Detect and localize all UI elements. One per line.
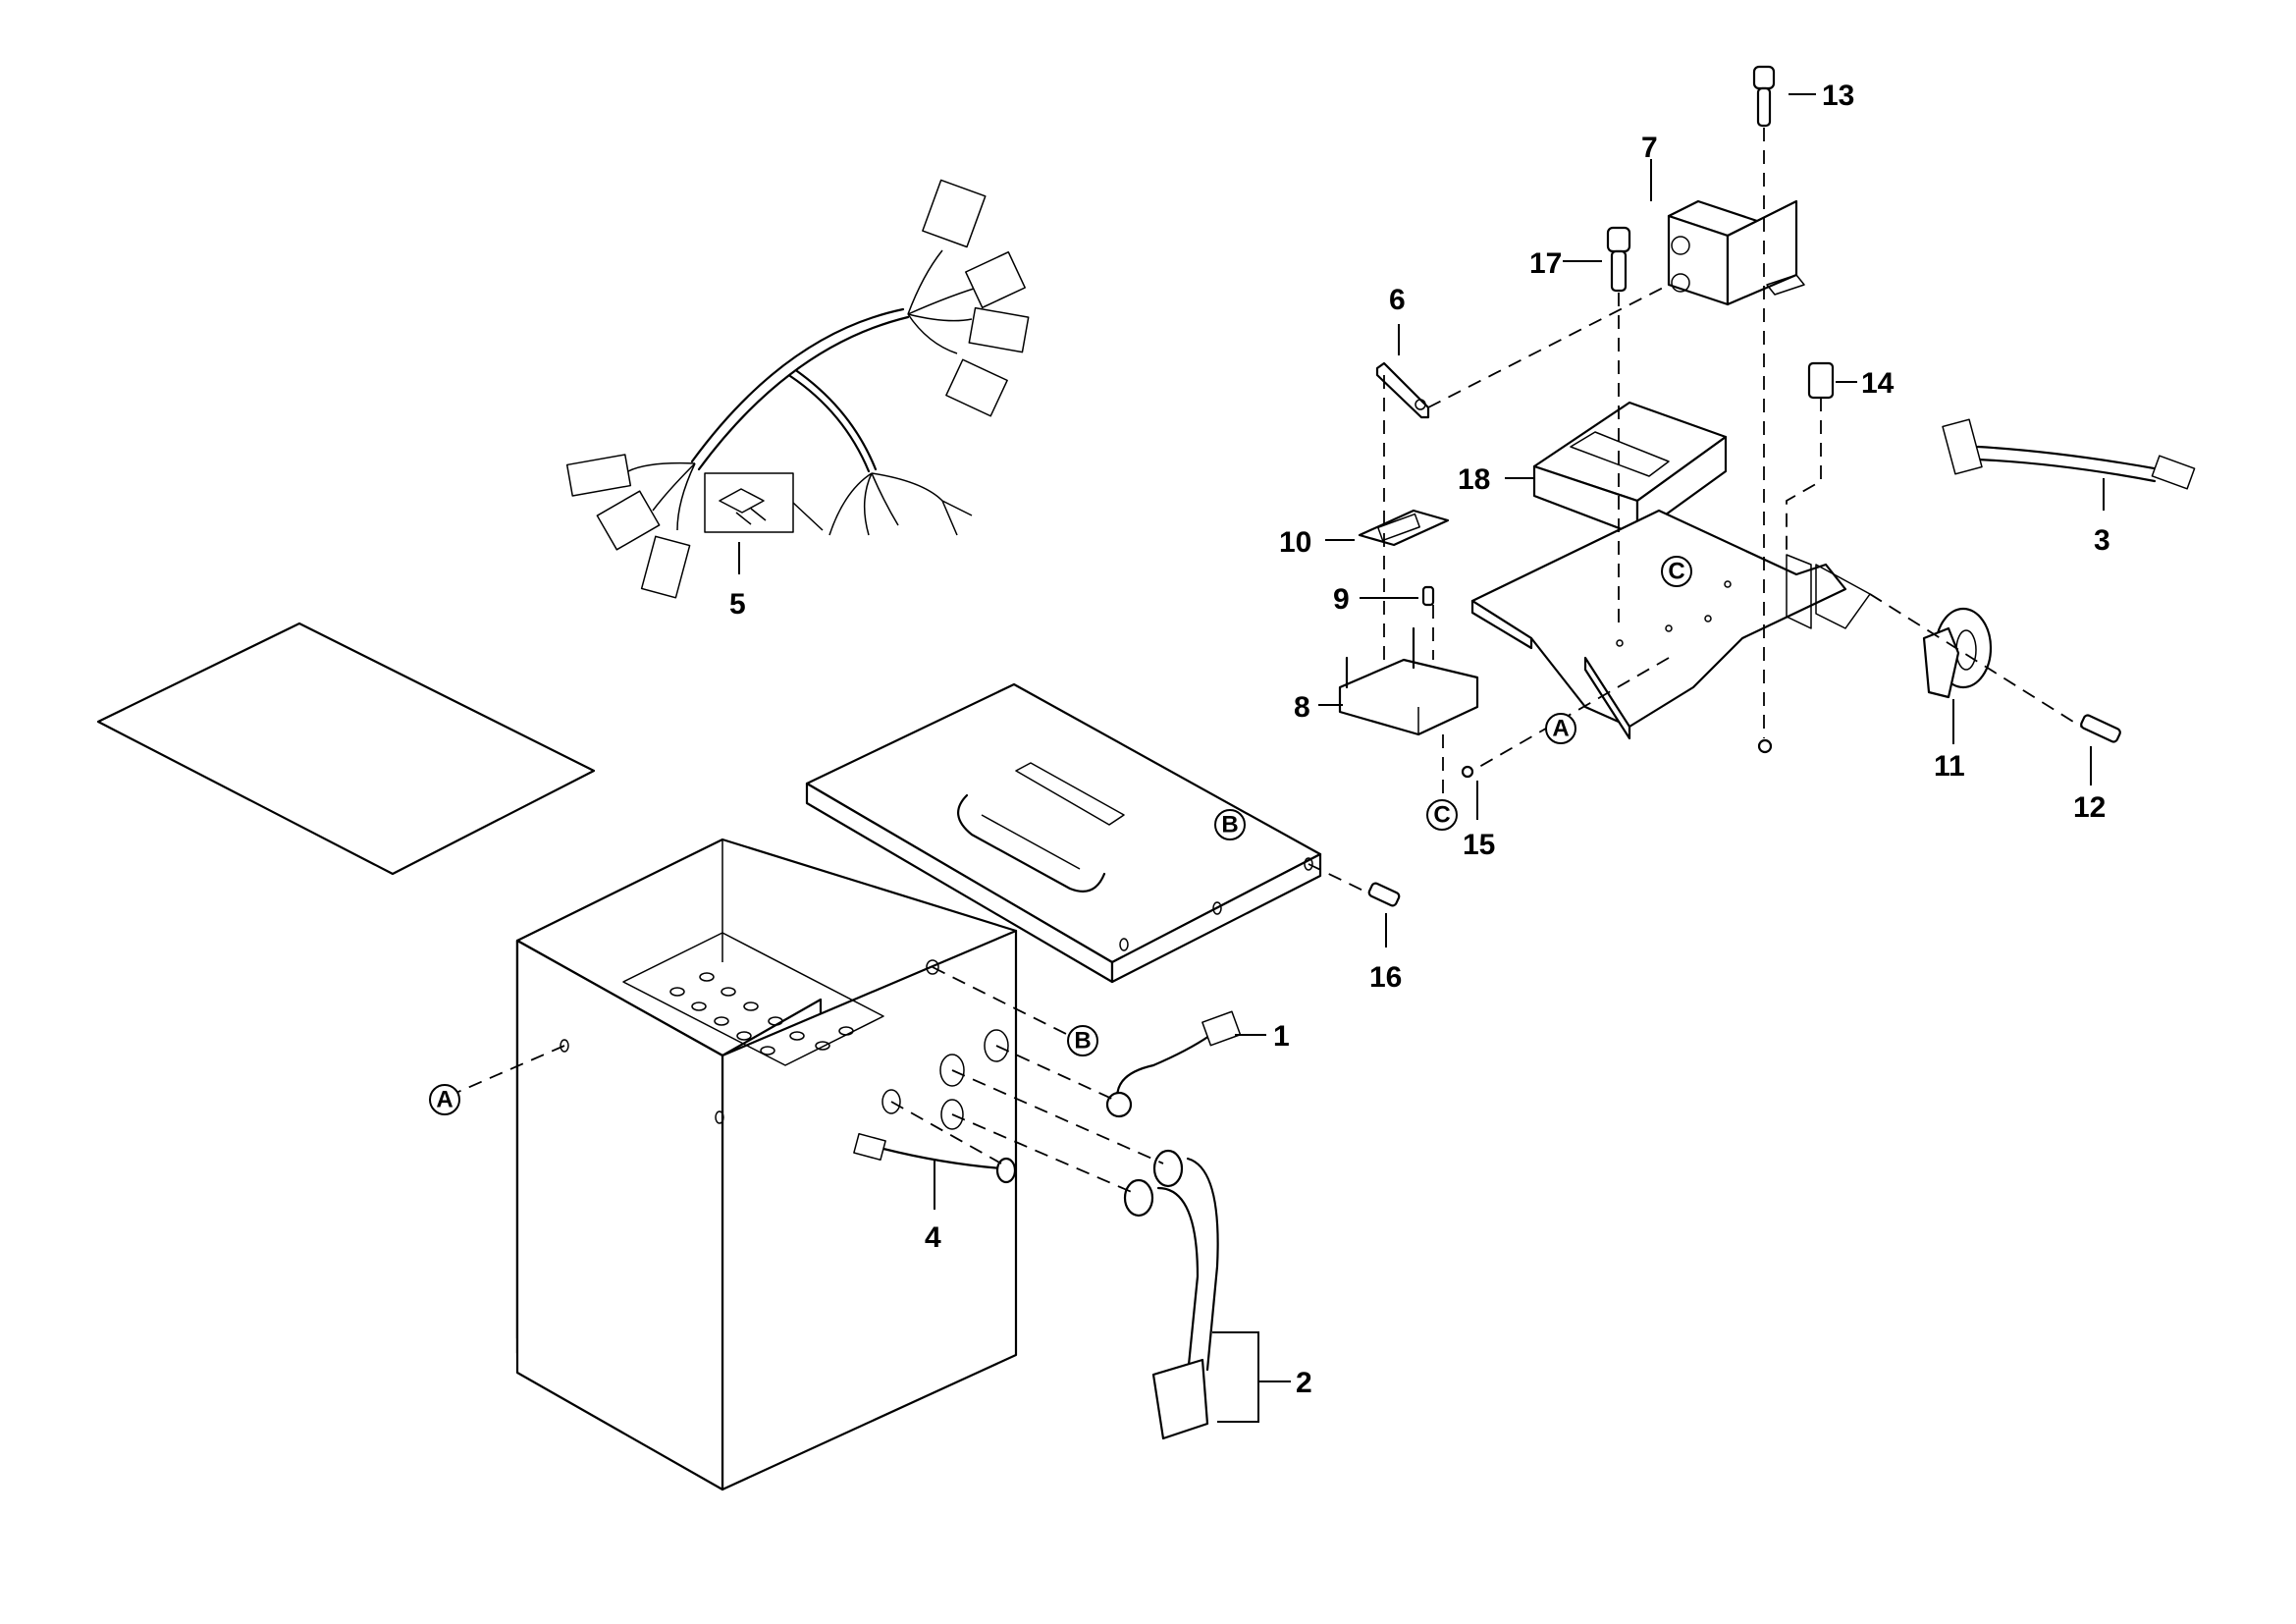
harness-connector bbox=[968, 306, 1030, 353]
cable-hole bbox=[881, 1089, 901, 1114]
controller-module bbox=[1532, 401, 1728, 537]
svg-text:4: 4 bbox=[925, 1221, 941, 1254]
mounting-hole bbox=[715, 1110, 724, 1124]
svg-text:A: A bbox=[436, 1087, 453, 1113]
ref-marker-c-block: C bbox=[1426, 799, 1458, 831]
screw-16 bbox=[1367, 882, 1401, 907]
harness-connector bbox=[945, 358, 1008, 417]
svg-text:7: 7 bbox=[1641, 132, 1658, 164]
callout-7: 7 bbox=[1641, 132, 1658, 201]
callout-1: 1 bbox=[1235, 1020, 1290, 1053]
spacer-14 bbox=[1807, 361, 1835, 400]
svg-text:A: A bbox=[1552, 716, 1569, 742]
fuse-strip-10 bbox=[1358, 509, 1450, 547]
battery-lid bbox=[805, 682, 1322, 984]
svg-text:2: 2 bbox=[1296, 1367, 1312, 1399]
svg-text:9: 9 bbox=[1333, 583, 1350, 616]
assembly-lines bbox=[451, 128, 2082, 1194]
svg-text:B: B bbox=[1074, 1028, 1091, 1055]
screw-12 bbox=[2080, 714, 2121, 743]
mounting-plate bbox=[1470, 509, 1871, 740]
harness-connector bbox=[596, 490, 661, 551]
power-connector-assembly bbox=[1123, 1149, 1219, 1440]
callout-6: 6 bbox=[1389, 284, 1406, 355]
callout-9: 9 bbox=[1333, 583, 1418, 616]
callout-8: 8 bbox=[1294, 691, 1343, 724]
lid-hole bbox=[926, 959, 939, 975]
callout-10: 10 bbox=[1279, 526, 1355, 559]
cable-4 bbox=[853, 1132, 1017, 1184]
svg-text:10: 10 bbox=[1279, 526, 1311, 559]
callout-13: 13 bbox=[1789, 80, 1854, 112]
callout-14: 14 bbox=[1836, 367, 1895, 400]
svg-text:C: C bbox=[1433, 802, 1450, 829]
ref-marker-b-box: B bbox=[1067, 1025, 1098, 1056]
cable-3 bbox=[1942, 418, 2196, 490]
battery-cell-terminals bbox=[669, 972, 854, 1056]
svg-text:14: 14 bbox=[1861, 367, 1895, 400]
callout-15: 15 bbox=[1463, 781, 1495, 861]
svg-text:8: 8 bbox=[1294, 691, 1310, 724]
svg-text:B: B bbox=[1221, 812, 1238, 839]
callout-18: 18 bbox=[1458, 463, 1534, 496]
cable-hole bbox=[984, 1029, 1009, 1062]
fuse-strip-6 bbox=[1375, 361, 1430, 419]
svg-text:C: C bbox=[1668, 559, 1684, 585]
svg-text:12: 12 bbox=[2073, 791, 2106, 824]
callout-3: 3 bbox=[2094, 478, 2110, 557]
harness-connector bbox=[640, 535, 691, 599]
ref-marker-b-lid: B bbox=[1214, 809, 1246, 840]
callout-4: 4 bbox=[925, 1161, 941, 1254]
screw-9 bbox=[1421, 585, 1435, 607]
svg-text:3: 3 bbox=[2094, 524, 2110, 557]
screw-15 bbox=[1461, 765, 1474, 779]
ref-marker-a-box: A bbox=[429, 1084, 460, 1115]
callout-2: 2 bbox=[1212, 1331, 1312, 1423]
nut bbox=[1757, 738, 1773, 754]
callout-17: 17 bbox=[1529, 247, 1602, 280]
battery-box bbox=[515, 838, 1018, 1491]
cable-hole bbox=[939, 1054, 965, 1087]
current-sensor bbox=[1922, 607, 1993, 699]
harness-connector bbox=[565, 454, 632, 497]
callout-5: 5 bbox=[729, 542, 746, 621]
terminal-block bbox=[1338, 626, 1479, 736]
contactor bbox=[1667, 199, 1805, 306]
svg-text:5: 5 bbox=[729, 588, 746, 621]
callout-12: 12 bbox=[2073, 746, 2106, 824]
svg-text:13: 13 bbox=[1822, 80, 1854, 112]
wire-harness bbox=[565, 179, 1030, 599]
screw-13 bbox=[1752, 65, 1776, 128]
svg-text:17: 17 bbox=[1529, 247, 1562, 280]
cable-hole bbox=[940, 1099, 964, 1130]
callout-11: 11 bbox=[1934, 699, 1965, 783]
lid-handle bbox=[957, 762, 1125, 893]
svg-text:16: 16 bbox=[1369, 961, 1402, 994]
insulating-sheet bbox=[96, 622, 596, 876]
harness-connector bbox=[965, 250, 1026, 309]
ref-marker-c-plate: C bbox=[1661, 556, 1692, 587]
blade-fuse-inset bbox=[704, 472, 824, 533]
svg-text:11: 11 bbox=[1934, 750, 1965, 783]
ref-marker-a-plate: A bbox=[1545, 713, 1576, 744]
mounting-hole bbox=[560, 1039, 569, 1053]
svg-text:6: 6 bbox=[1389, 284, 1406, 316]
screw-17 bbox=[1606, 226, 1631, 293]
cable-1 bbox=[1105, 1010, 1242, 1118]
svg-text:15: 15 bbox=[1463, 829, 1495, 861]
svg-text:1: 1 bbox=[1273, 1020, 1290, 1053]
svg-text:18: 18 bbox=[1458, 463, 1490, 496]
callout-16: 16 bbox=[1369, 913, 1402, 994]
harness-connector bbox=[922, 179, 987, 248]
